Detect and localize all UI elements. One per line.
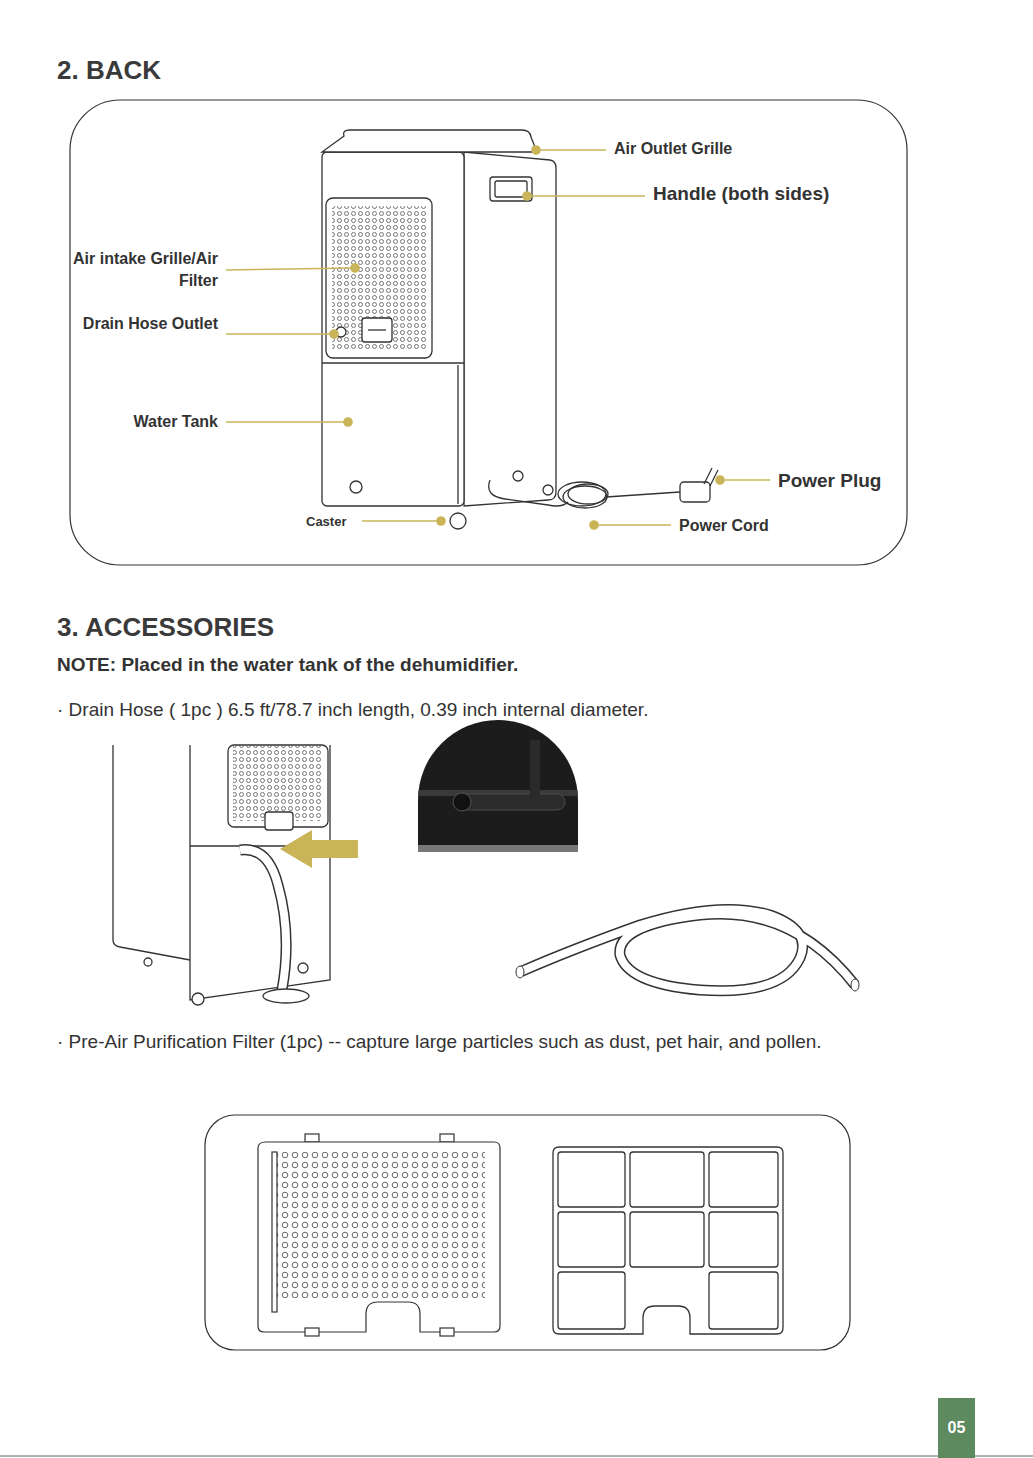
page-number: 05	[948, 1419, 966, 1437]
panel-frame	[205, 1115, 850, 1350]
part-label: Power Cord	[679, 516, 769, 536]
page-number-box: 05	[938, 1398, 975, 1458]
drain-hose-view	[113, 745, 330, 1005]
part-label: Water Tank	[60, 412, 218, 432]
part-label: Handle (both sides)	[653, 182, 829, 206]
hose-coil	[516, 909, 859, 991]
filter-mesh	[553, 1147, 783, 1334]
part-label: Caster	[306, 514, 346, 530]
part-label: Drain Hose Outlet	[60, 313, 218, 335]
note-text: NOTE: Placed in the water tank of the de…	[57, 653, 518, 677]
accessory-item: · Drain Hose ( 1pc ) 6.5 ft/78.7 inch le…	[57, 698, 648, 722]
part-label: Air Outlet Grille	[614, 139, 732, 159]
accessory-item: · Pre-Air Purification Filter (1pc) -- c…	[57, 1024, 952, 1060]
part-label: Power Plug	[778, 469, 881, 493]
part-label: Air intake Grille/Air Filter	[60, 248, 218, 292]
arrow	[280, 830, 358, 868]
page-rule	[0, 1456, 1033, 1457]
section-heading: 2. BACK	[57, 54, 161, 87]
panel-frame	[70, 100, 907, 565]
filter-frame	[258, 1134, 500, 1336]
section-heading: 3. ACCESSORIES	[57, 611, 274, 644]
photo-outlet	[418, 718, 578, 858]
